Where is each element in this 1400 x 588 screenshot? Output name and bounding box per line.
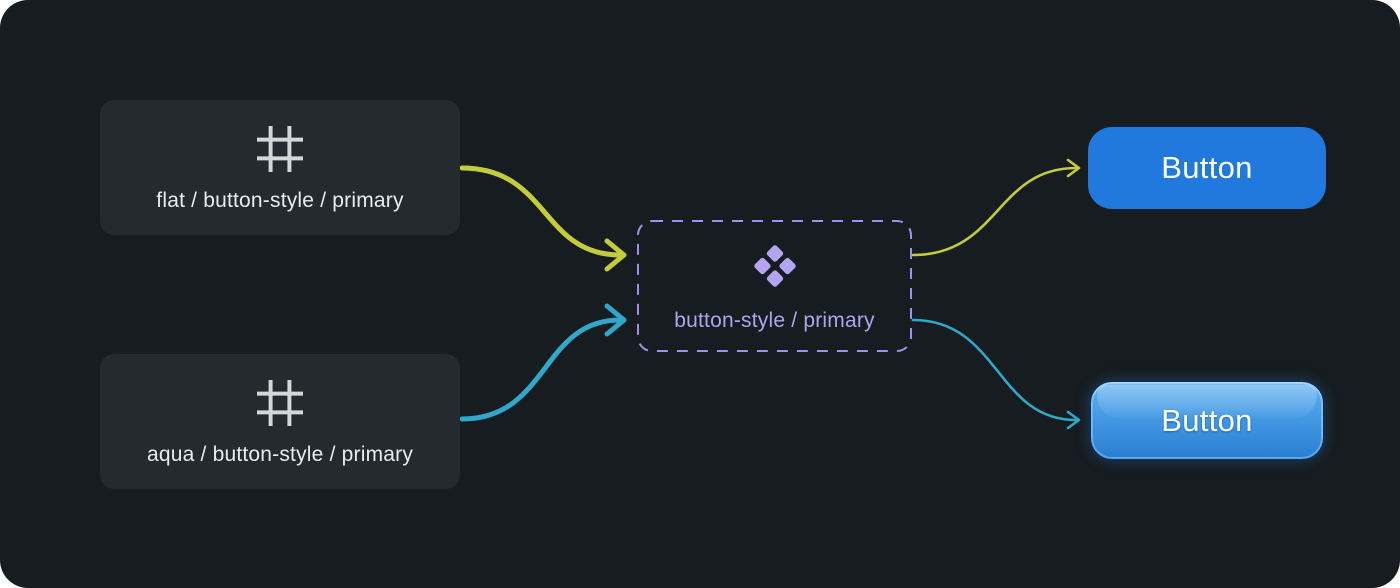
connector-component-to-flat-button [911, 158, 1081, 257]
hash-icon [257, 380, 303, 426]
hash-icon [257, 126, 303, 172]
flat-token-label: flat / button-style / primary [156, 189, 404, 212]
connector-aqua-token-to-component [459, 303, 627, 422]
aqua-token-label: aqua / button-style / primary [146, 443, 414, 466]
component-icon [752, 243, 798, 294]
node-flat-token[interactable]: flat / button-style / primary [100, 100, 460, 235]
aqua-style-button[interactable]: Button [1088, 379, 1326, 462]
node-aqua-token[interactable]: aqua / button-style / primary [100, 354, 460, 489]
component-label: button-style / primary [674, 309, 875, 332]
node-component[interactable]: button-style / primary [637, 220, 912, 352]
connector-component-to-aqua-button [911, 318, 1081, 430]
flat-style-button[interactable]: Button [1088, 127, 1326, 209]
connector-flat-token-to-component [459, 165, 627, 272]
